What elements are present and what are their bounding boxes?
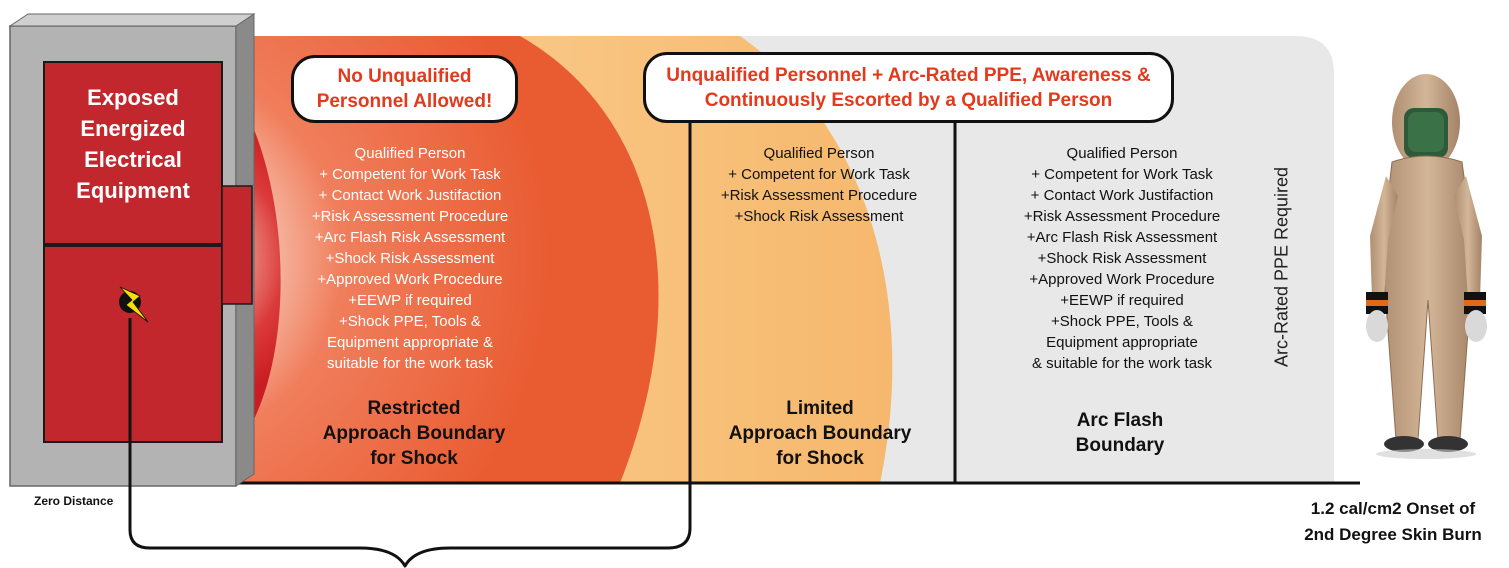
limited-boundary-name: Limited Approach Boundary for Shock	[720, 396, 920, 471]
requirement-item: +Shock Risk Assessment	[325, 250, 495, 267]
requirement-item: +EEWP if required	[1060, 292, 1184, 309]
requirement-item: + Competent for Work Task	[728, 166, 910, 183]
requirement-item: +Shock Risk Assessment	[1037, 250, 1207, 267]
equipment-label-line: Equipment	[76, 178, 190, 203]
requirement-item: + Competent for Work Task	[319, 166, 501, 183]
boundary-name-line: Limited	[786, 398, 854, 419]
requirement-item: Qualified Person	[354, 145, 466, 162]
zero-distance-label: Zero Distance	[34, 494, 114, 508]
requirement-item: +EEWP if required	[348, 292, 472, 309]
boundary-name-line: for Shock	[776, 448, 864, 469]
arc-flash-suit-figure	[1366, 74, 1487, 459]
requirement-item: Qualified Person	[1066, 145, 1178, 162]
restricted-boundary-name: Restricted Approach Boundary for Shock	[314, 396, 514, 471]
equipment-label: Exposed Energized Electrical Equipment	[46, 82, 220, 206]
restricted-requirements: Qualified Person + Competent for Work Ta…	[280, 143, 540, 374]
equipment-label-line: Electrical	[84, 147, 182, 172]
equipment-label-line: Energized	[80, 116, 186, 141]
unqualified-escort-callout: Unqualified Personnel + Arc-Rated PPE, A…	[643, 52, 1174, 123]
requirement-item: suitable for the work task	[327, 355, 493, 372]
requirement-item: + Contact Work Justifaction	[318, 187, 502, 204]
skin-burn-line: 1.2 cal/cm2 Onset of	[1310, 499, 1476, 518]
requirement-item: +Risk Assessment Procedure	[720, 187, 918, 204]
requirement-item: Equipment appropriate &	[327, 334, 493, 351]
boundary-name-line: Approach Boundary	[728, 423, 912, 444]
boundary-name-line: Approach Boundary	[322, 423, 506, 444]
callout-line: Continuously Escorted by a Qualified Per…	[704, 89, 1113, 111]
requirement-item: + Contact Work Justifaction	[1030, 187, 1214, 204]
requirement-item: +Arc Flash Risk Assessment	[1026, 229, 1218, 246]
arc-rated-ppe-text: Arc-Rated PPE Required	[1271, 166, 1292, 368]
callout-line: No Unqualified	[337, 66, 472, 87]
requirement-item: +Risk Assessment Procedure	[311, 208, 509, 225]
electrical-cabinet	[8, 13, 256, 487]
approach-bracket	[128, 318, 692, 568]
boundary-name-line: for Shock	[370, 448, 458, 469]
arc-flash-requirements: Qualified Person + Competent for Work Ta…	[992, 143, 1252, 374]
boundary-name-line: Restricted	[367, 398, 461, 419]
restricted-approach-zone	[180, 36, 659, 483]
arc-flash-boundary-name: Arc Flash Boundary	[1020, 408, 1220, 458]
boundary-name-line: Arc Flash	[1076, 410, 1164, 431]
equipment-label-line: Exposed	[87, 85, 179, 110]
callout-line: Personnel Allowed!	[316, 91, 493, 112]
requirement-item: +Shock PPE, Tools &	[339, 313, 481, 330]
callout-line: Unqualified Personnel + Arc-Rated PPE, A…	[666, 64, 1151, 86]
boundary-name-line: Boundary	[1075, 435, 1165, 456]
requirement-item: +Shock PPE, Tools &	[1051, 313, 1193, 330]
no-unqualified-callout: No Unqualified Personnel Allowed!	[291, 55, 518, 123]
requirement-item: Qualified Person	[763, 145, 875, 162]
requirement-item: Equipment appropriate	[1046, 334, 1198, 351]
limited-requirements: Qualified Person + Competent for Work Ta…	[694, 143, 944, 227]
skin-burn-line: 2nd Degree Skin Burn	[1304, 525, 1482, 544]
requirement-item: + Competent for Work Task	[1031, 166, 1213, 183]
requirement-item: +Approved Work Procedure	[1029, 271, 1215, 288]
skin-burn-label: 1.2 cal/cm2 Onset of 2nd Degree Skin Bur…	[1282, 496, 1504, 548]
requirement-item: +Shock Risk Assessment	[734, 208, 904, 225]
requirement-item: +Risk Assessment Procedure	[1023, 208, 1221, 225]
requirement-item: +Arc Flash Risk Assessment	[314, 229, 506, 246]
requirement-item: +Approved Work Procedure	[317, 271, 503, 288]
lightning-bolt-icon	[119, 286, 149, 323]
requirement-item: & suitable for the work task	[1031, 355, 1213, 372]
